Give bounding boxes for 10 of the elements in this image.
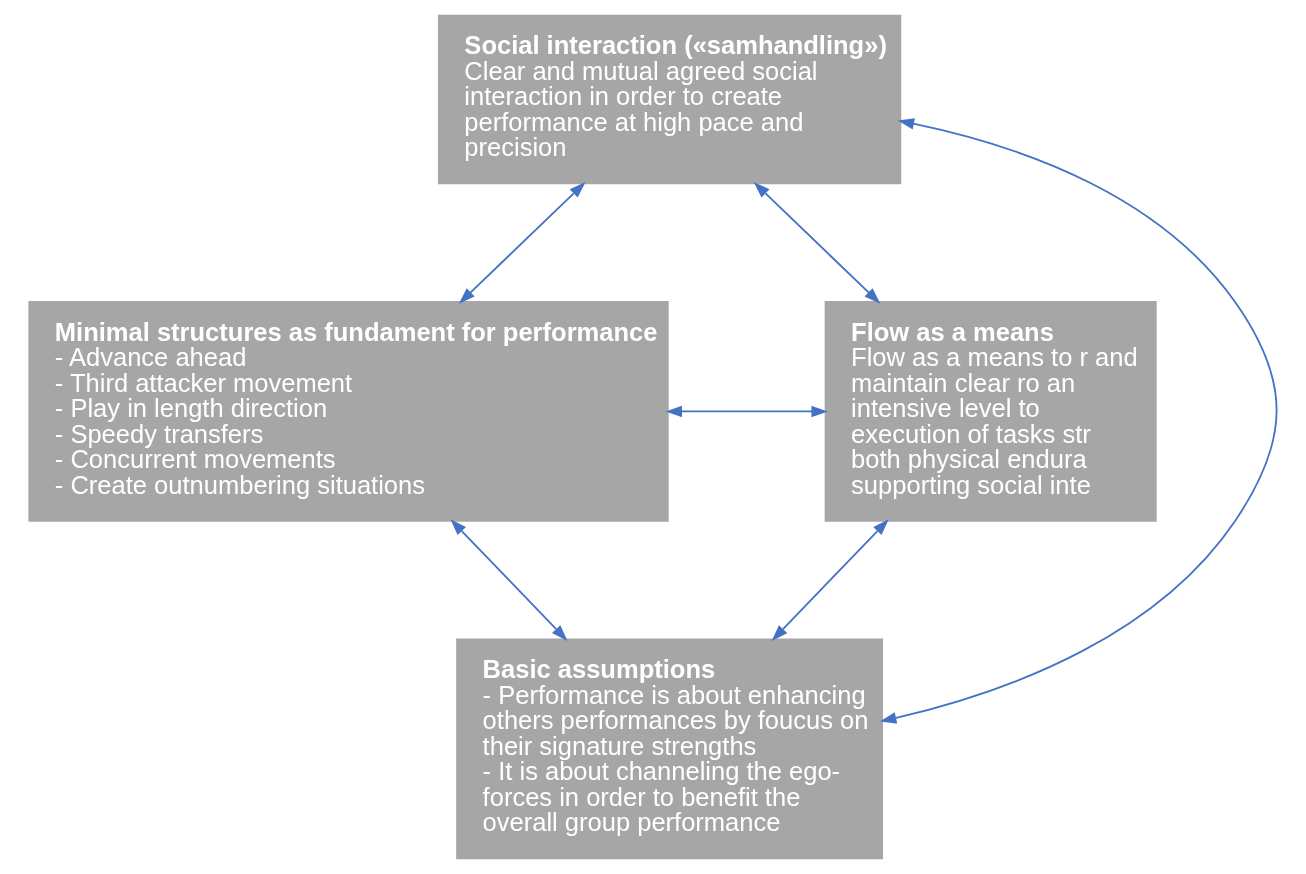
arrow: [879, 118, 1278, 724]
node-box: Minimal structures as fundament for performance - Advance ahead - Third attacker movement - Play in length direction - Speedy transfers - Concurrent movements - Create outnumbering situations: [28, 301, 669, 522]
arrow: [771, 519, 889, 641]
arrow: [450, 519, 568, 641]
node-box: Social interaction («samhandling») Clear and mutual agreed social interaction in order to create performance at high pace and precision: [437, 14, 902, 185]
arrow: [753, 182, 881, 304]
arrow: [665, 405, 828, 418]
node-box: Flow as a means Flow as a means to r and maintain clear ro an intensive level to execution of tasks str both physical endura supporting social inte: [824, 301, 1157, 522]
arrow: [458, 182, 586, 304]
node-box: Basic assumptions - Performance is about enhancing others performances by foucus on their signature strengths - It is about channeling the ego-forces in order to benefit the overall group performance: [456, 638, 884, 860]
